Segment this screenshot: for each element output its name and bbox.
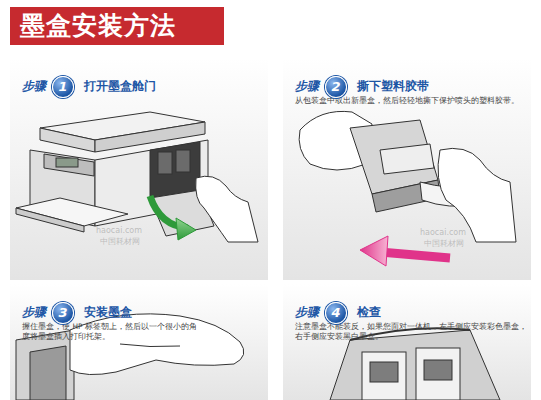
step-number-circle: 3 bbox=[52, 302, 74, 324]
panel-bg bbox=[283, 284, 531, 400]
step-description: 从包装盒中取出新墨盒，然后轻轻地撕下保护喷头的塑料胶带。 bbox=[295, 96, 525, 106]
step-heading: 检查 bbox=[357, 304, 381, 321]
step-number: 3 bbox=[58, 305, 67, 320]
step-word: 步骤 bbox=[22, 304, 46, 321]
step-panel: 步骤 检查注意墨盒不能装反，如果您面对一体机，左手侧应安装彩色墨盒，右手侧应安装黑… bbox=[283, 284, 531, 400]
step-number-circle: 1 bbox=[52, 76, 74, 98]
watermark: haocai.com bbox=[96, 226, 142, 235]
cartridge-drawing bbox=[299, 111, 516, 266]
step-panel: 步骤 安装墨盒握住墨盒，使 HP 标签朝上，然后以一个很小的角度将墨盒插入打印托架… bbox=[10, 284, 268, 400]
step-heading: 撕下塑料胶带 bbox=[357, 78, 429, 95]
step-number: 2 bbox=[331, 79, 340, 94]
panel-bg bbox=[10, 58, 268, 280]
step-description: 握住墨盒，使 HP 标签朝上，然后以一个很小的角度将墨盒插入打印托架。 bbox=[22, 322, 200, 342]
panel-bg bbox=[10, 284, 268, 400]
step-word: 步骤 bbox=[22, 78, 46, 95]
watermark: haocai.com bbox=[420, 228, 466, 237]
watermark: 中国耗材网 bbox=[424, 238, 464, 249]
insert-drawing bbox=[16, 314, 244, 400]
title-band: 墨盒安装方法 bbox=[10, 7, 224, 45]
printer-drawing bbox=[16, 112, 258, 242]
step-heading: 安装墨盒 bbox=[84, 304, 132, 321]
step-number: 4 bbox=[331, 305, 340, 320]
step-number-circle: 2 bbox=[325, 76, 347, 98]
step-heading: 打开墨盒舱门 bbox=[84, 78, 156, 95]
step-panel: 步骤 撕下塑料胶带从包装盒中取出新墨盒，然后轻轻地撕下保护喷头的塑料胶带。 2 bbox=[283, 58, 531, 280]
step-panel: 步骤 打开墨盒舱门 1 bbox=[10, 58, 268, 280]
panel-bg bbox=[283, 58, 531, 280]
step-word: 步骤 bbox=[295, 304, 319, 321]
step-word: 步骤 bbox=[295, 78, 319, 95]
step-description: 注意墨盒不能装反，如果您面对一体机，左手侧应安装彩色墨盒，右手侧应安装黑白墨盒。 bbox=[295, 322, 531, 342]
step-number: 1 bbox=[58, 79, 67, 94]
step-number-circle: 4 bbox=[325, 302, 347, 324]
watermark: 中国耗材网 bbox=[100, 236, 140, 247]
